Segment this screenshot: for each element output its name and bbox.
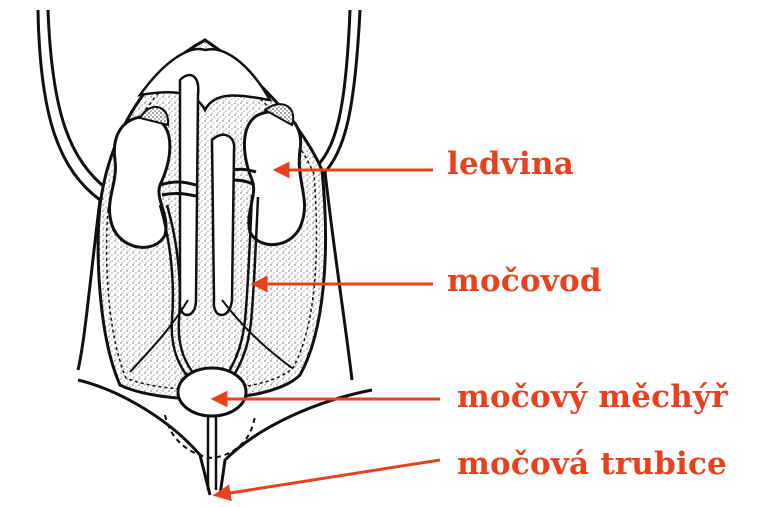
label-ureter: močovod	[447, 263, 602, 299]
renal-vessels	[159, 167, 257, 198]
iliac-vessels	[129, 299, 293, 373]
left-kidney	[108, 115, 172, 249]
pointer-urethra	[223, 458, 441, 496]
ureters	[158, 194, 260, 386]
pointer-lines	[210, 161, 441, 502]
urinary-bladder	[176, 366, 248, 418]
label-kidney: ledvina	[447, 146, 574, 182]
urethra	[206, 416, 218, 490]
pelvic-outline	[164, 414, 256, 460]
label-bladder: močový měchýř	[457, 379, 728, 415]
right-kidney	[242, 110, 307, 247]
label-urethra: močová trubice	[457, 446, 727, 482]
adrenal-glands	[138, 103, 295, 127]
